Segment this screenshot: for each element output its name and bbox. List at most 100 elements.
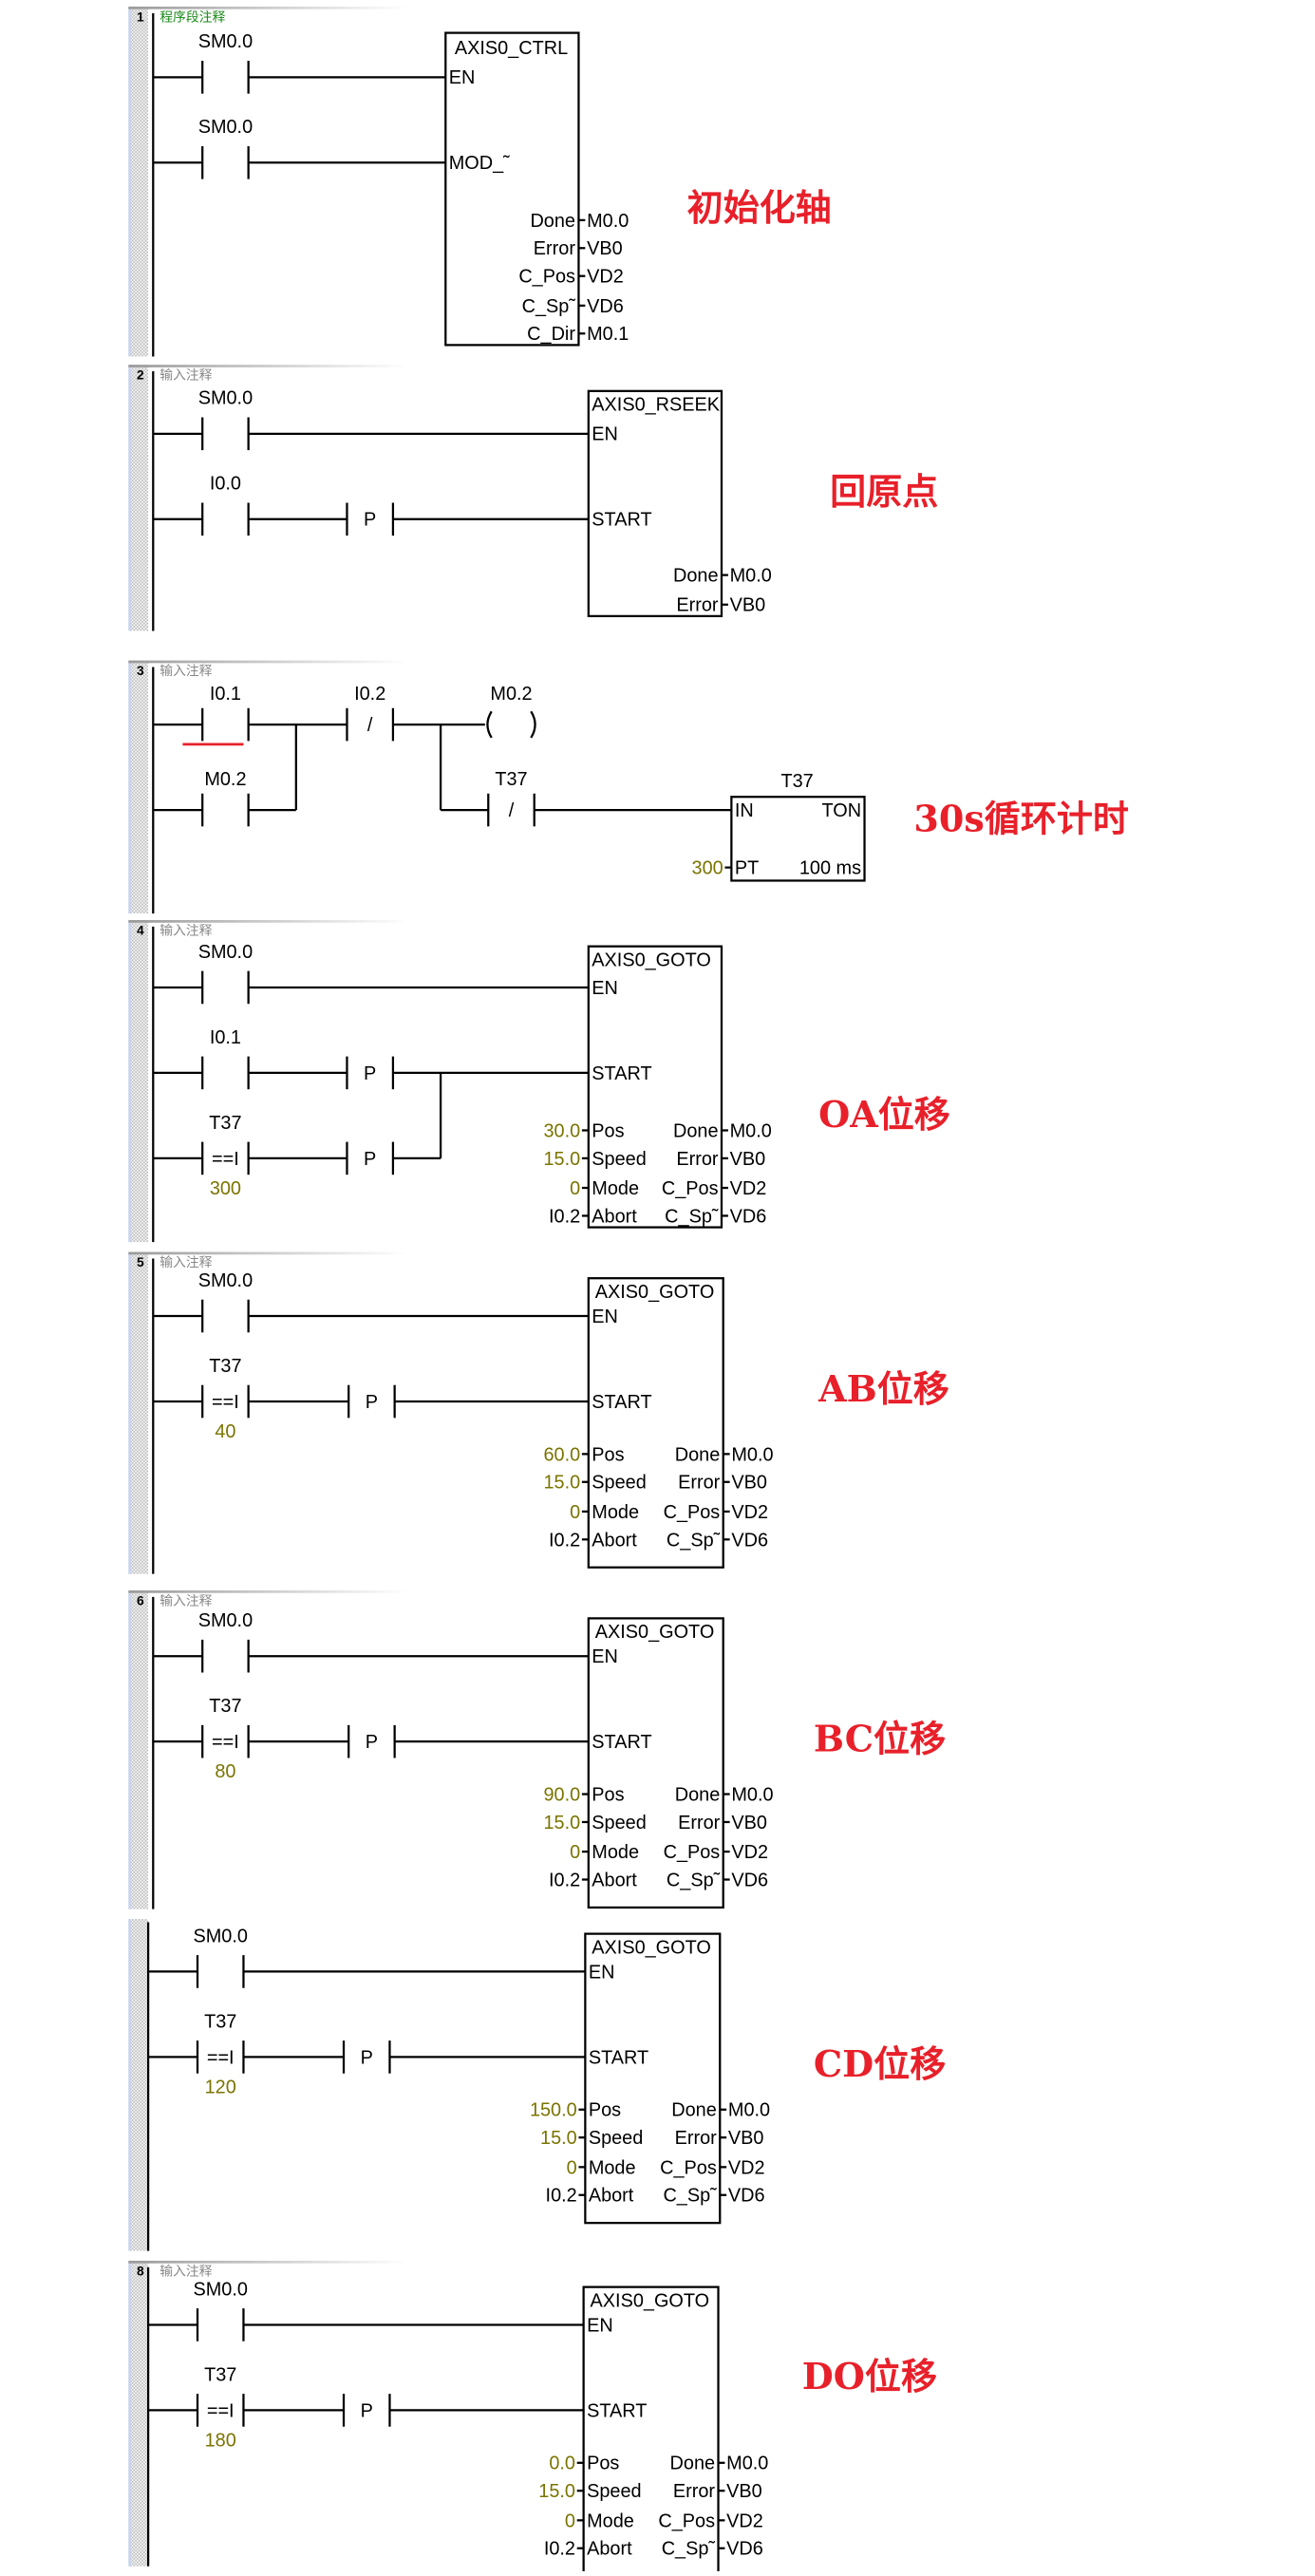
- contact-sm0-0[interactable]: [201, 1639, 250, 1673]
- network-gutter: [128, 660, 149, 914]
- timer-block[interactable]: [730, 796, 866, 882]
- output-pin: C_Pos: [664, 1842, 721, 1863]
- param-pin: Mode: [587, 2510, 634, 2531]
- contact-m0-2[interactable]: [201, 793, 250, 827]
- contact-i0-0[interactable]: [201, 502, 250, 536]
- network-comment: 输入注释: [160, 1593, 212, 1608]
- network-separator: [128, 660, 408, 664]
- contact-i0-1[interactable]: [201, 707, 250, 742]
- output-pin: C_Pos: [658, 2510, 715, 2531]
- network-gutter: [128, 6, 149, 357]
- output-coil-m0-2: [486, 710, 536, 739]
- network-separator: [128, 2260, 408, 2264]
- contact-label: T37: [209, 1356, 241, 1377]
- contact-label: M0.2: [204, 769, 246, 790]
- output-value: VD2: [587, 267, 624, 288]
- gutter-edge: [128, 1589, 131, 1909]
- function-block[interactable]: [582, 2285, 720, 2576]
- compare-op: ==I: [207, 2400, 235, 2421]
- param-value: 15.0: [543, 1149, 580, 1170]
- contact-sm0-0[interactable]: [201, 970, 250, 1005]
- block-title: AXIS0_GOTO: [592, 1937, 711, 1958]
- nc-slash: /: [509, 800, 515, 821]
- compare-value: 300: [210, 1178, 241, 1199]
- output-pin: Error: [675, 2128, 718, 2149]
- param-value: 150.0: [530, 2100, 577, 2121]
- gutter-edge: [128, 6, 131, 357]
- param-value: 0: [570, 1178, 580, 1199]
- function-block[interactable]: [587, 1617, 724, 1909]
- function-block[interactable]: [444, 31, 580, 347]
- output-value: VD6: [730, 1206, 767, 1227]
- function-block[interactable]: [587, 945, 723, 1229]
- network-comment: 输入注释: [160, 663, 212, 678]
- pin-en: EN: [592, 978, 618, 999]
- contact-label: T37: [209, 1113, 241, 1134]
- output-pin: Error: [678, 1813, 721, 1833]
- nc-slash: /: [367, 715, 373, 736]
- function-block[interactable]: [587, 1277, 724, 1569]
- contact-i0-1[interactable]: [201, 1056, 250, 1090]
- param-value: 0: [567, 2157, 577, 2178]
- output-value: VB0: [728, 2128, 764, 2149]
- contact-sm0-0[interactable]: [201, 417, 250, 451]
- output-value: VB0: [726, 2481, 762, 2502]
- function-block[interactable]: [587, 389, 723, 618]
- contact-sm0-0[interactable]: [196, 2308, 245, 2341]
- edge-label: P: [364, 510, 376, 531]
- output-pin: C_Sp˜: [522, 296, 576, 317]
- output-pin: C_Sp˜: [665, 1206, 719, 1227]
- contact-sm0-0[interactable]: [201, 1299, 250, 1333]
- output-value: VD6: [728, 2186, 765, 2207]
- annotation-label: CD位移: [814, 2042, 946, 2085]
- output-pin: Done: [673, 1120, 719, 1141]
- output-pin: C_Dir: [527, 324, 575, 345]
- param-pin: Abort: [587, 2539, 632, 2560]
- contact-label: T37: [204, 2364, 236, 2385]
- param-value: I0.2: [549, 1530, 580, 1551]
- block-title: AXIS0_CTRL: [455, 38, 568, 59]
- contact-sm0-0[interactable]: [196, 1955, 245, 1988]
- pin-en: EN: [592, 1307, 618, 1327]
- timer-resolution: 100 ms: [799, 858, 861, 879]
- pin-en: EN: [592, 424, 618, 445]
- network-separator: [128, 365, 408, 367]
- annotation-label: OA位移: [818, 1093, 950, 1136]
- network-number: 4: [137, 923, 144, 938]
- function-block[interactable]: [584, 1932, 722, 2225]
- output-pin: Done: [673, 566, 719, 587]
- timer-pt-value: 300: [692, 858, 723, 879]
- block-title: AXIS0_RSEEK: [592, 395, 721, 416]
- param-pin: Abort: [589, 2186, 634, 2207]
- contact-sm0-0[interactable]: [201, 146, 250, 179]
- param-pin: Abort: [592, 1530, 637, 1551]
- contact-label: SM0.0: [198, 388, 253, 409]
- output-pin: Error: [678, 1473, 721, 1494]
- block-title: AXIS0_GOTO: [595, 1622, 715, 1643]
- contact-label: I0.2: [354, 684, 385, 705]
- output-value: VD6: [731, 1530, 768, 1551]
- compare-value: 120: [205, 2077, 236, 2097]
- param-value: 0: [570, 1842, 580, 1863]
- output-value: VB0: [730, 595, 766, 616]
- annotation-label: AB位移: [817, 1367, 949, 1410]
- block-title: AXIS0_GOTO: [592, 950, 711, 970]
- contact-label: T37: [204, 2011, 236, 2032]
- output-value: VB0: [731, 1813, 767, 1833]
- coil-right-arc: [530, 710, 536, 739]
- param-pin: Mode: [592, 1842, 639, 1863]
- compare-op: ==I: [212, 1732, 239, 1753]
- network-gutter: [128, 2260, 149, 2567]
- param-pin: Speed: [592, 1473, 646, 1494]
- contact-sm0-0[interactable]: [201, 61, 250, 94]
- pin-en: EN: [587, 2315, 613, 2336]
